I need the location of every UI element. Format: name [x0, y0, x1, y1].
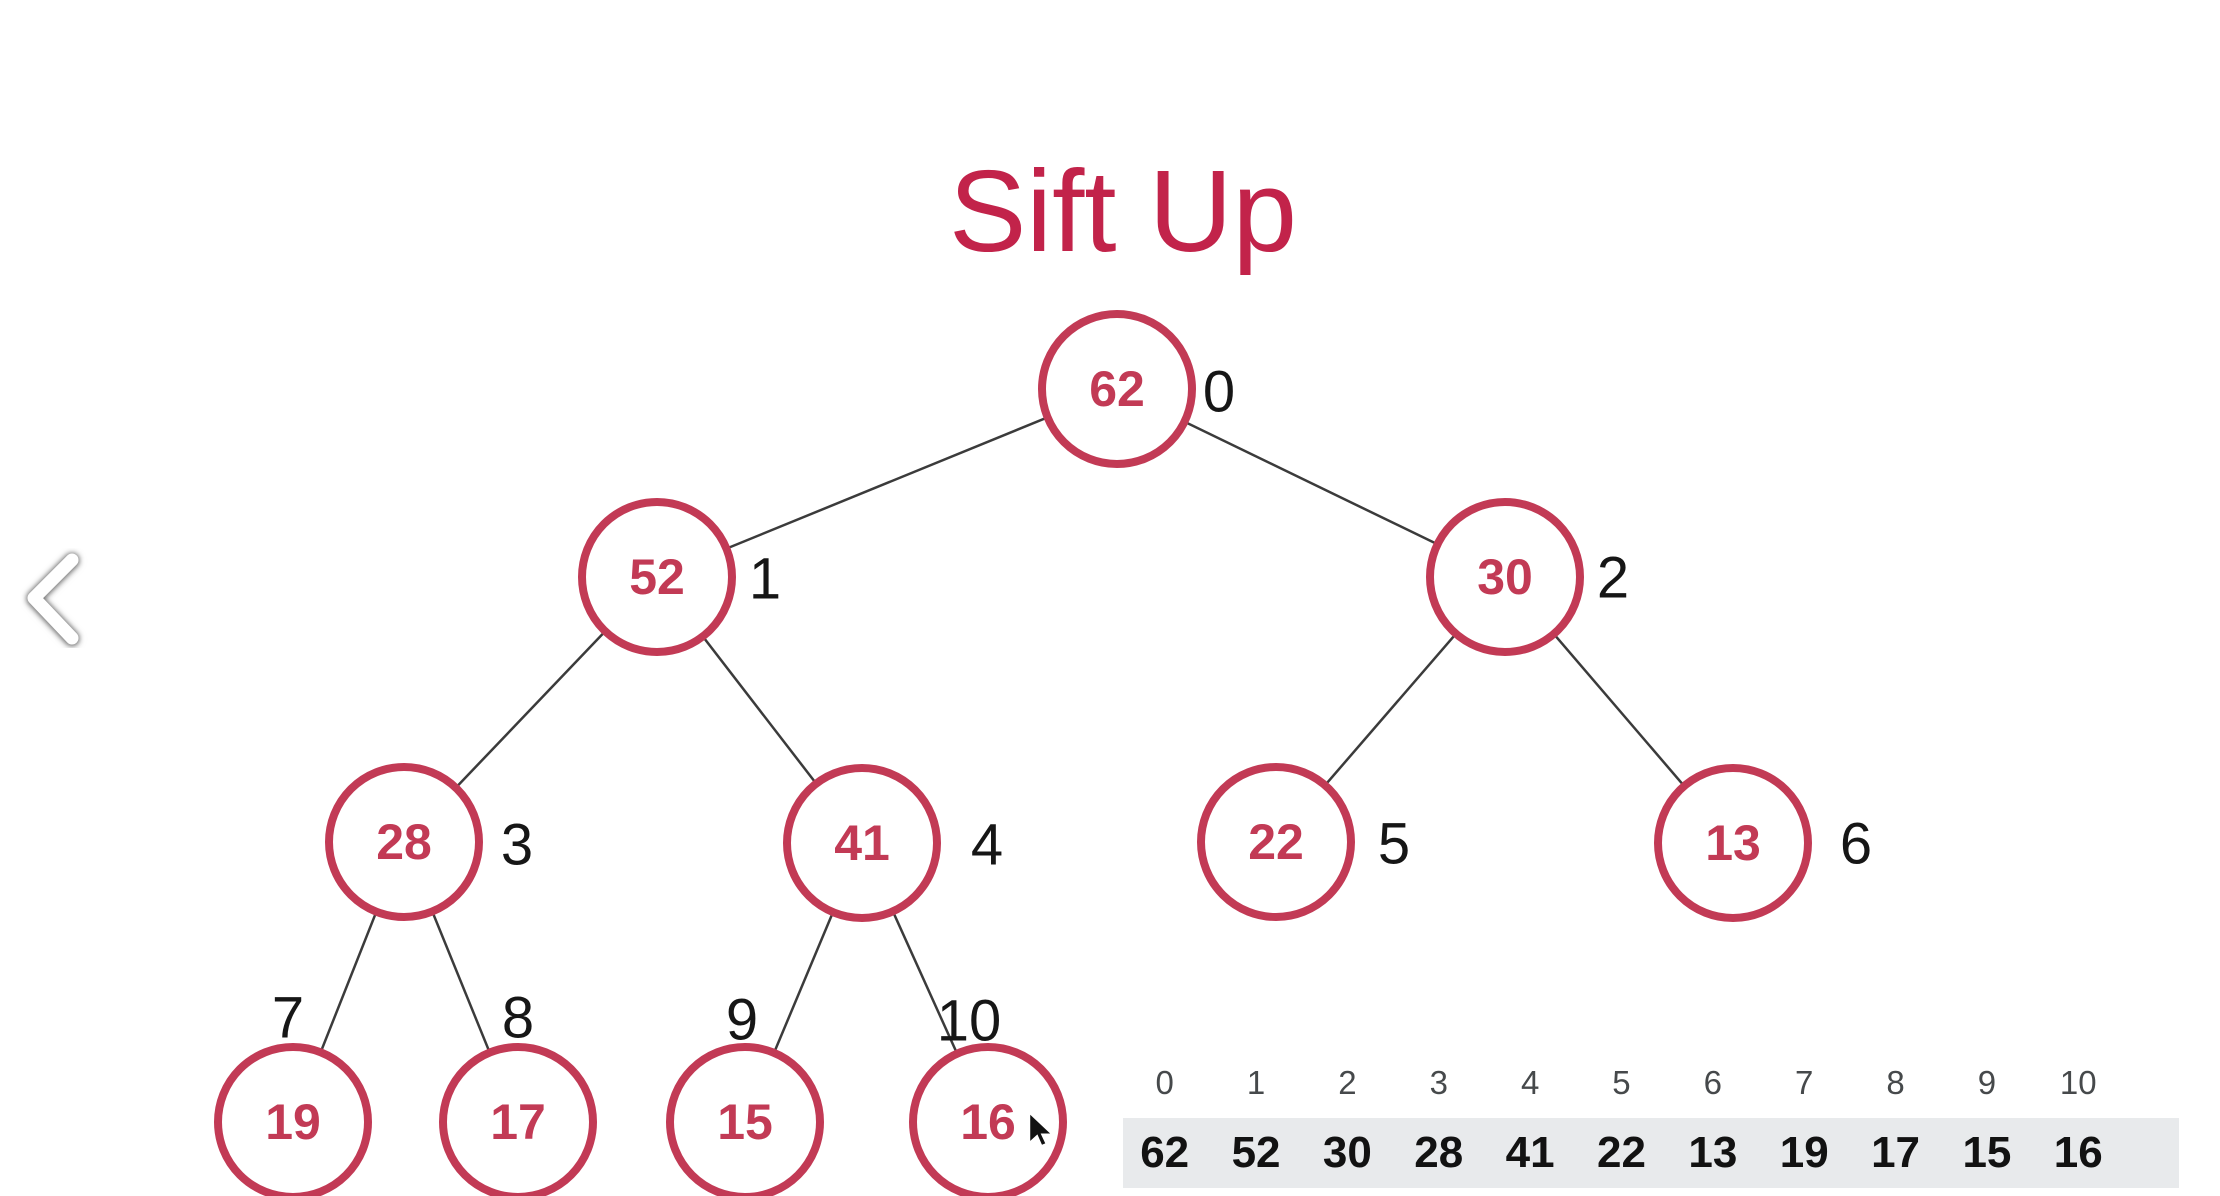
tree-node-1: 52 1: [578, 498, 781, 656]
array-index: 8: [1886, 1064, 1905, 1101]
tree-node-2: 30 2: [1426, 498, 1629, 656]
node-circle: [578, 498, 736, 656]
node-value: 13: [1705, 815, 1761, 871]
array-value: 28: [1414, 1128, 1464, 1177]
array-value: 30: [1322, 1128, 1372, 1177]
node-value: 41: [834, 815, 890, 871]
node-value: 16: [960, 1094, 1016, 1150]
array-index: 6: [1703, 1064, 1723, 1101]
node-index-label: 6: [1840, 812, 1872, 877]
array-index: 9: [1977, 1064, 1997, 1101]
previous-slide-button[interactable]: [20, 548, 90, 648]
node-index-label: 2: [1597, 546, 1629, 611]
node-value: 19: [265, 1094, 321, 1150]
node-circle: [909, 1043, 1067, 1196]
array-index: 0: [1155, 1064, 1174, 1101]
array-index: 1: [1246, 1064, 1266, 1101]
array-value: 13: [1688, 1128, 1738, 1177]
array-value: 41: [1505, 1128, 1555, 1177]
array-index: 2: [1338, 1064, 1357, 1101]
node-circle: [1197, 763, 1355, 921]
node-value: 28: [376, 814, 432, 870]
node-index-label: 7: [272, 986, 304, 1051]
tree-node-4: 41 4: [783, 764, 1003, 922]
array-value: 15: [1962, 1128, 2012, 1177]
node-circle: [1654, 764, 1812, 922]
node-index-label: 1: [749, 547, 781, 612]
node-index-label: 9: [726, 988, 758, 1053]
tree-node-9: 15 9: [666, 988, 824, 1196]
node-circle: [1426, 498, 1584, 656]
node-value: 22: [1248, 814, 1304, 870]
node-value: 17: [490, 1094, 546, 1150]
node-index-label: 10: [937, 989, 1002, 1054]
node-value: 30: [1477, 549, 1533, 605]
node-index-label: 0: [1203, 360, 1235, 425]
node-value: 62: [1089, 361, 1145, 417]
node-circle: [1038, 310, 1196, 468]
array-value: 19: [1779, 1128, 1829, 1177]
array-values-strip: [1123, 1118, 2179, 1188]
node-index-label: 8: [502, 986, 534, 1051]
node-index-label: 5: [1378, 812, 1410, 877]
array-index: 4: [1520, 1064, 1540, 1101]
node-circle: [325, 763, 483, 921]
node-index-label: 4: [971, 813, 1003, 878]
tree-node-3: 28 3: [325, 763, 533, 921]
array-index: 5: [1612, 1064, 1631, 1101]
tree-node-0: 62 0: [1038, 310, 1235, 468]
array-value: 62: [1140, 1128, 1190, 1177]
array-value: 22: [1597, 1128, 1646, 1177]
node-value: 15: [717, 1094, 773, 1150]
array-index: 3: [1429, 1064, 1448, 1101]
node-circle: [666, 1043, 824, 1196]
tree-node-7: 19 7: [214, 986, 372, 1196]
node-index-label: 3: [501, 813, 533, 878]
array-index: 10: [2059, 1064, 2097, 1101]
array-value-row: 62 52 30 28 41 22 13 19 17 15 16: [1119, 1118, 2124, 1188]
page-title: Sift Up: [948, 146, 1298, 276]
array-index-row: 0 1 2 3 4 5 6 7 8 9 10: [1119, 1056, 2124, 1110]
tree-node-5: 22 5: [1197, 763, 1410, 921]
tree-node-8: 17 8: [439, 986, 597, 1196]
tree-node-10: 16 10: [909, 989, 1067, 1196]
node-value: 52: [629, 549, 685, 605]
node-circle: [783, 764, 941, 922]
node-circle: [439, 1043, 597, 1196]
tree-edge-0-1: [656, 387, 1118, 579]
chevron-left-icon: [27, 553, 79, 645]
array-index: 7: [1795, 1064, 1814, 1101]
array-value: 16: [2053, 1128, 2103, 1177]
node-circle: [214, 1043, 372, 1196]
tree-node-6: 13 6: [1654, 764, 1872, 922]
array-value: 52: [1231, 1128, 1281, 1177]
array-value: 17: [1871, 1128, 1921, 1177]
